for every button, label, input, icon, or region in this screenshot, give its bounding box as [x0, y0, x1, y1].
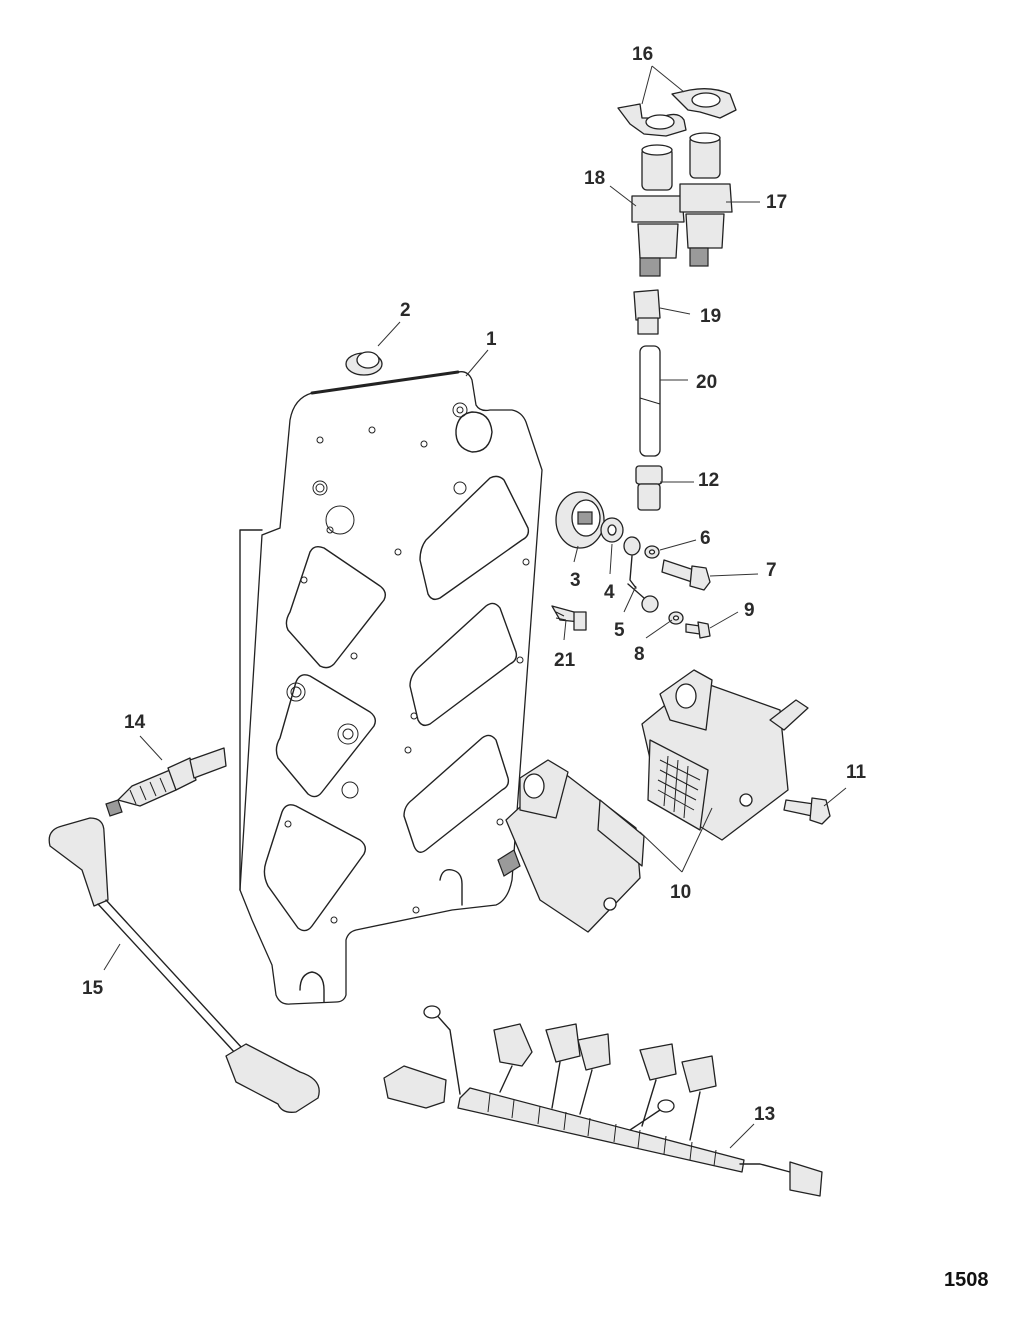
mounting-plate: [239, 370, 543, 1005]
callout-7: 7: [766, 560, 777, 581]
hose-part-20: [639, 345, 661, 457]
leader-lines: [103, 65, 847, 1149]
callout-15: 15: [82, 978, 104, 999]
ground-terminal-part-5: [623, 536, 659, 613]
fitting-part-19: [633, 289, 661, 335]
washer-part-8: [668, 611, 684, 625]
washer-part-6: [644, 545, 660, 559]
wiring-harness-part-13: [383, 1005, 823, 1197]
callout-17: 17: [766, 192, 787, 213]
callout-12: 12: [698, 470, 719, 491]
screw-part-9: [685, 621, 711, 639]
callout-19: 19: [700, 306, 721, 327]
callout-labels: 1 2 3 4 5 6 7 8 9 10 11 12 13 14 15 16 1…: [82, 44, 867, 1125]
callout-9: 9: [744, 600, 755, 621]
spark-plug-part-14: [105, 747, 227, 817]
callout-5: 5: [614, 620, 625, 641]
callout-20: 20: [696, 372, 717, 393]
callout-18: 18: [584, 168, 605, 189]
ignition-coil-part-10-left: [497, 759, 645, 933]
callout-8: 8: [634, 644, 645, 665]
callout-13: 13: [754, 1104, 775, 1125]
spark-plug-lead-part-15: [48, 817, 320, 1113]
callout-16: 16: [632, 44, 653, 65]
bolt-part-11: [783, 797, 831, 825]
washer-part-4: [600, 517, 624, 543]
connector-part-12: [635, 465, 663, 511]
pressure-sensor-part-18: [631, 144, 685, 277]
callout-6: 6: [700, 528, 711, 549]
grommet-part-2: [345, 351, 383, 376]
bolt-part-7: [661, 559, 711, 591]
callout-4: 4: [604, 582, 615, 603]
callout-21: 21: [554, 650, 576, 671]
callout-3: 3: [570, 570, 581, 591]
callout-10: 10: [670, 882, 691, 903]
callout-11: 11: [846, 762, 867, 783]
pressure-sensor-part-17: [679, 132, 733, 267]
callout-14: 14: [124, 712, 146, 733]
harness-connectors: [493, 1023, 717, 1141]
clip-part-21: [551, 605, 587, 631]
clamp-part-16: [617, 88, 737, 137]
bushing-part-3: [555, 491, 605, 549]
figure-number: 1508: [944, 1269, 989, 1291]
callout-2: 2: [400, 300, 411, 321]
ignition-coil-part-10-right: [641, 669, 809, 841]
callout-1: 1: [486, 329, 497, 350]
